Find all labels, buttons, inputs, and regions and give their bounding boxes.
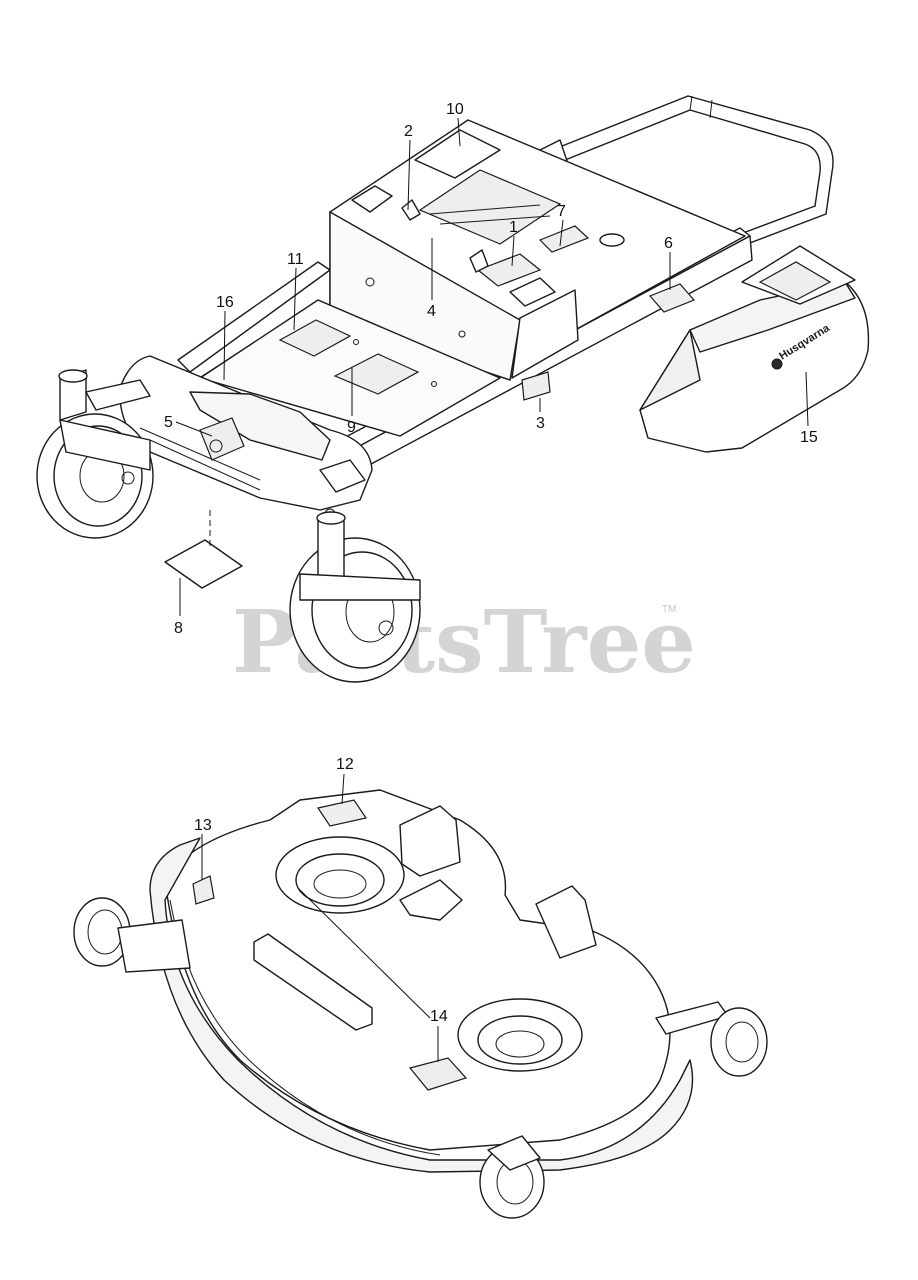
floor-tray bbox=[199, 299, 501, 437]
label-plates bbox=[521, 283, 696, 401]
callout-10: 10 bbox=[446, 101, 464, 118]
callout-4: 4 bbox=[427, 303, 436, 320]
front-bumper bbox=[119, 355, 373, 520]
cutting-deck-assembly bbox=[73, 789, 768, 1219]
leader-7 bbox=[559, 219, 564, 247]
watermark-trademark: TM bbox=[662, 604, 676, 615]
callout-6: 6 bbox=[664, 235, 673, 252]
callout-11: 11 bbox=[287, 251, 304, 268]
deck-brackets bbox=[253, 805, 729, 1035]
deck-spindles bbox=[275, 836, 583, 1072]
callout-14: 14 bbox=[430, 1008, 448, 1025]
leader-11 bbox=[293, 267, 297, 331]
callout-15: 15 bbox=[800, 429, 818, 446]
leader-1 bbox=[511, 235, 515, 267]
leader-10 bbox=[457, 117, 461, 147]
fender-body: Husqvarna bbox=[639, 245, 870, 453]
callout-8: 8 bbox=[174, 620, 183, 637]
callout-1: 1 bbox=[509, 219, 518, 236]
leader-12 bbox=[341, 773, 345, 805]
decal-sheet bbox=[164, 510, 243, 589]
leader-16 bbox=[223, 310, 226, 381]
callout-2: 2 bbox=[404, 123, 413, 140]
callout-5: 5 bbox=[164, 414, 173, 431]
left-caster-wheel bbox=[36, 369, 154, 539]
deck-label-plates bbox=[192, 799, 468, 1091]
center-deck-block bbox=[329, 119, 746, 381]
leader-5 bbox=[175, 421, 213, 437]
callout-9: 9 bbox=[347, 419, 356, 436]
callout-13: 13 bbox=[194, 817, 212, 834]
leader-15 bbox=[805, 371, 809, 427]
deck-wheels bbox=[73, 897, 768, 1219]
mower-frame-assembly: Husqvarna bbox=[36, 95, 870, 683]
leader-2 bbox=[407, 139, 411, 211]
callout-16: 16 bbox=[216, 294, 234, 311]
callout-3: 3 bbox=[536, 415, 545, 432]
callout-7: 7 bbox=[557, 203, 566, 220]
front-caster-wheel bbox=[289, 511, 421, 683]
leader-14-secondary bbox=[297, 887, 431, 1019]
callouts: 10 2 7 1 6 11 4 16 9 3 15 5 8 bbox=[164, 101, 818, 1062]
callout-12: 12 bbox=[336, 756, 354, 773]
